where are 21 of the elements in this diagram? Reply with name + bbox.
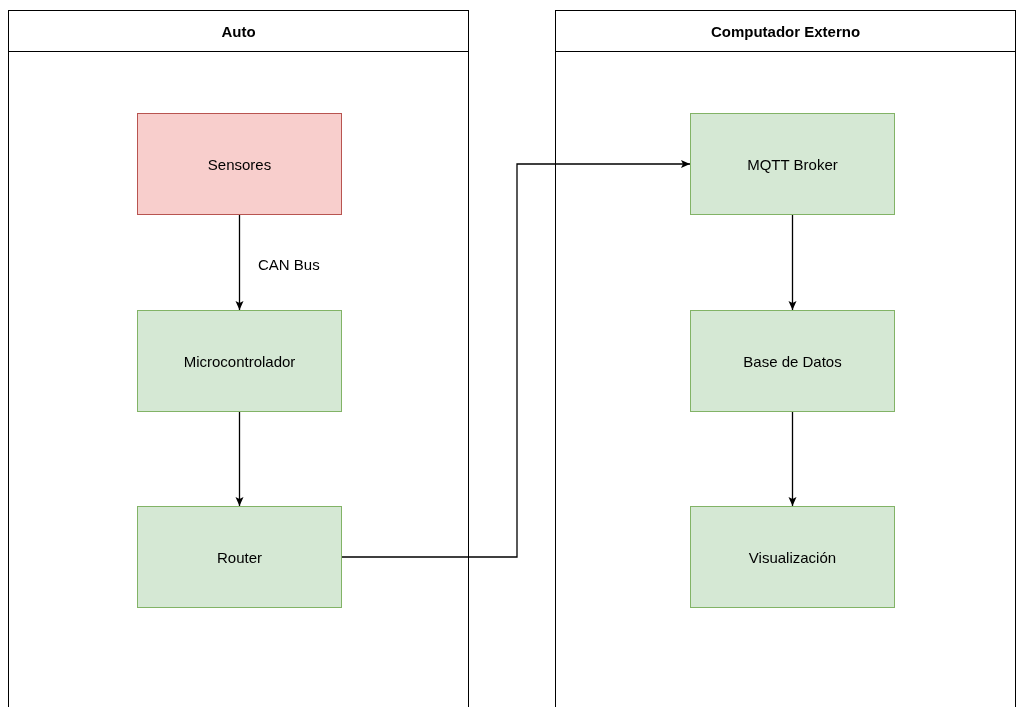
process-box bbox=[690, 506, 895, 608]
swimlane-title: Auto bbox=[221, 22, 256, 40]
process-box bbox=[690, 113, 895, 215]
arrow bbox=[235, 411, 244, 507]
arrow bbox=[341, 160, 691, 558]
swimlane-title: Computador Externo bbox=[710, 22, 861, 40]
box-label: MQTT Broker bbox=[747, 155, 838, 173]
process-box bbox=[690, 310, 895, 412]
swimlane-container bbox=[555, 10, 1016, 707]
box-label: Microcontrolador bbox=[183, 352, 296, 370]
arrow bbox=[788, 411, 797, 507]
process-box bbox=[137, 506, 342, 608]
process-box bbox=[137, 113, 342, 215]
process-box bbox=[137, 310, 342, 412]
box-label: Base de Datos bbox=[743, 352, 842, 370]
arrow bbox=[235, 214, 244, 311]
box-label: Router bbox=[217, 548, 262, 566]
arrow bbox=[788, 214, 797, 311]
box-label: Sensores bbox=[207, 155, 272, 173]
box-label: Visualización bbox=[748, 548, 837, 566]
swimlane-container bbox=[8, 10, 469, 707]
